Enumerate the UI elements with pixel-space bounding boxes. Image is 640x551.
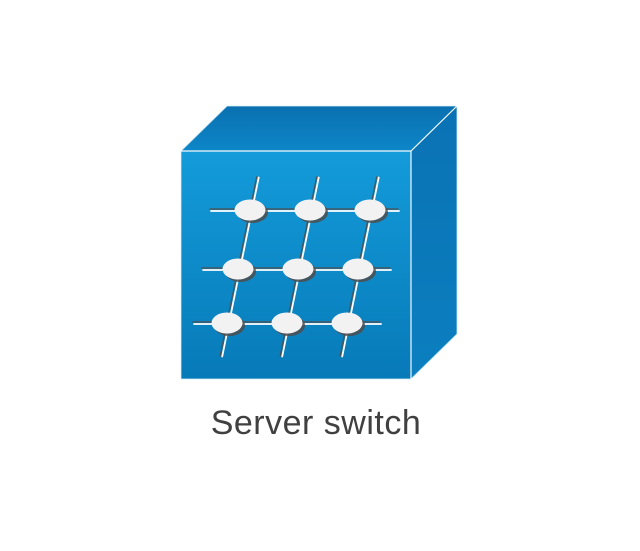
matrix-node xyxy=(282,258,314,280)
shape-label[interactable]: Server switch xyxy=(210,404,422,442)
cube-body xyxy=(181,106,457,379)
cube-side-face xyxy=(411,106,457,379)
cube-edges xyxy=(180,105,458,380)
matrix-node xyxy=(271,312,303,334)
matrix-node xyxy=(294,199,326,221)
matrix-node xyxy=(342,258,374,280)
matrix-node xyxy=(354,199,386,221)
matrix-nodes xyxy=(211,199,386,334)
switch-matrix xyxy=(192,176,400,358)
matrix-node xyxy=(234,199,266,221)
matrix-node xyxy=(211,312,243,334)
matrix-node xyxy=(331,312,363,334)
cube-top-face xyxy=(181,106,457,151)
cube-inner-edges xyxy=(181,105,458,379)
matrix-node xyxy=(222,258,254,280)
